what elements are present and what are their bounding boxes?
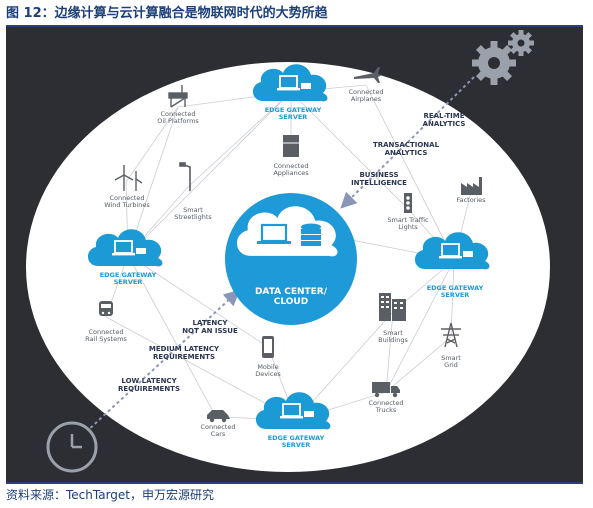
airplane-icon [354,67,382,83]
truck-icon [372,382,400,398]
streetlight-icon [179,162,191,191]
figure-source: 资料来源：TechTarget，申万宏源研究 [6,488,215,502]
edge-gateway-top-cloud [252,64,328,102]
data-flow-arrows [85,76,475,433]
gear-large-icon [472,41,516,85]
mobile-icon [262,336,274,358]
edge-gateway-bottom-cloud [255,392,331,430]
clock-icon [46,421,98,473]
building-icon [379,293,406,321]
appliance-icon [283,135,299,157]
database-icon [301,223,321,246]
wind-turbine-icon [114,165,143,191]
diagram-svg [26,30,550,473]
factory-icon [461,177,482,195]
source-rule [6,482,583,484]
title-rule [6,25,583,27]
gear-small-icon [508,30,534,56]
train-icon [99,301,113,316]
data-center-laptop-icon [257,223,291,244]
car-icon [207,410,230,423]
power-tower-icon [441,322,461,348]
figure-title: 图 12：边缘计算与云计算融合是物联网时代的大势所趋 [6,6,328,21]
data-center-label: DATA CENTER/CLOUD [254,287,328,308]
traffic-light-icon [404,193,412,213]
edge-gateway-right-cloud [414,232,490,270]
oil-platform-icon [168,85,188,108]
edge-gateway-left-cloud [87,229,163,267]
